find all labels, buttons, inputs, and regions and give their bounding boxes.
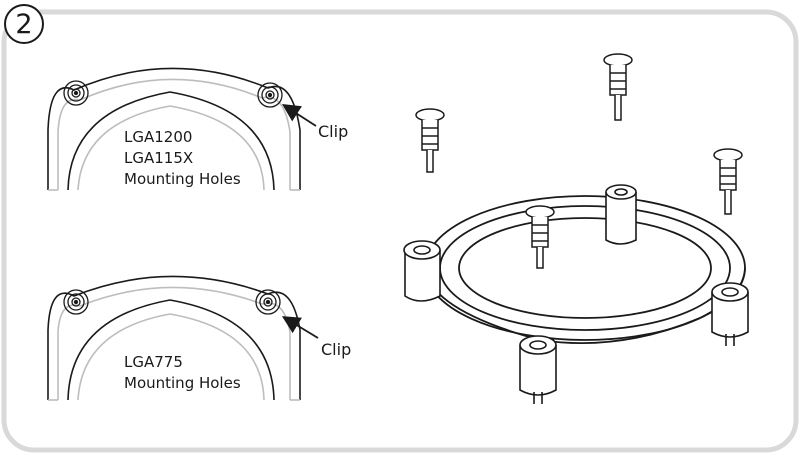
mounting-hole-bottom-right — [255, 289, 281, 315]
mounting-hole-top-left — [63, 80, 89, 106]
bottom-socket-line-2: Mounting Holes — [124, 374, 241, 392]
clip-arrow-bottom — [281, 316, 319, 339]
push-pin-4 — [525, 205, 555, 269]
bracket-post-front — [519, 335, 557, 404]
mounting-hole-top-right — [257, 82, 283, 108]
top-clip-label: Clip — [318, 122, 349, 141]
backplate-top — [47, 67, 301, 191]
push-pin-1 — [415, 108, 445, 173]
push-pin-2 — [603, 53, 633, 121]
bottom-clip-label: Clip — [321, 340, 352, 359]
top-socket-line-3: Mounting Holes — [124, 170, 241, 188]
bracket-post-back — [605, 184, 637, 245]
step-number-circle — [4, 4, 44, 44]
bottom-socket-line-1: LGA775 — [124, 353, 183, 371]
top-socket-line-2: LGA115X — [124, 149, 194, 167]
mounting-bracket — [424, 195, 746, 344]
bracket-post-left — [403, 240, 441, 302]
clip-arrow-top — [281, 104, 317, 127]
mounting-hole-bottom-left — [63, 289, 89, 315]
step-number: 2 — [15, 8, 33, 40]
panel-frame — [1, 9, 799, 453]
bracket-post-right — [711, 282, 749, 346]
top-socket-line-1: LGA1200 — [124, 128, 193, 146]
push-pin-3 — [713, 148, 743, 215]
